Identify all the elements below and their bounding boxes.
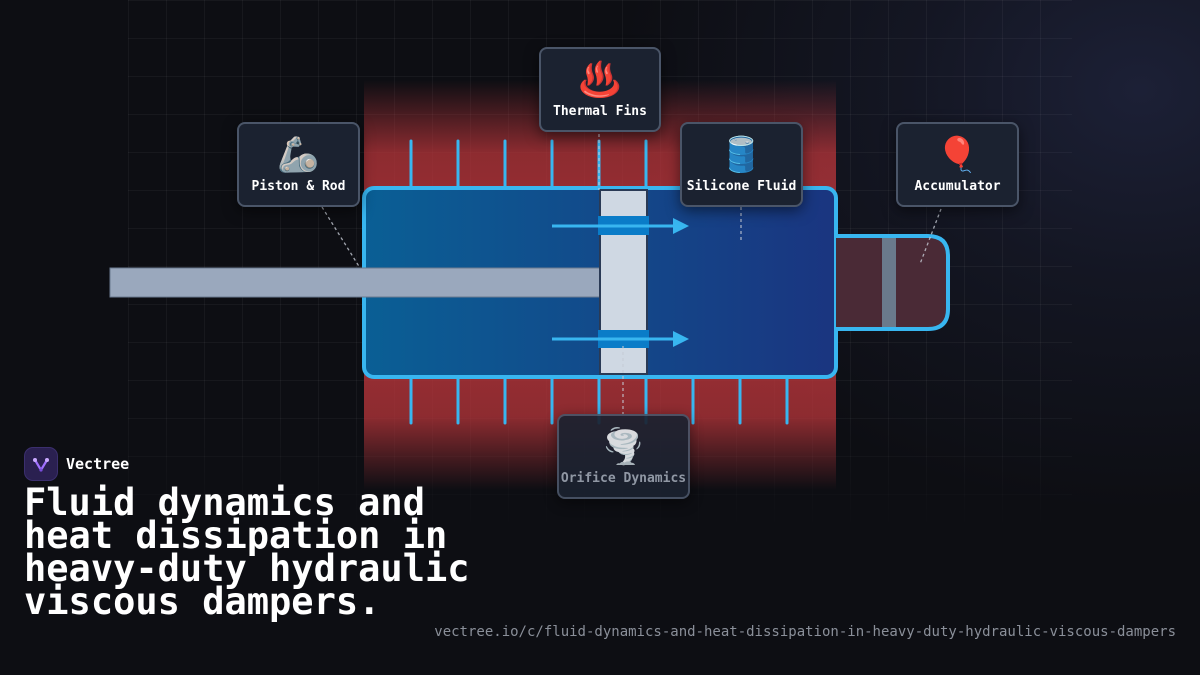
card-label: Thermal Fins [553,104,647,119]
source-url[interactable]: vectree.io/c/fluid-dynamics-and-heat-dis… [434,624,1176,640]
card-piston-rod[interactable]: 🦾 Piston & Rod [237,122,360,207]
card-label: Piston & Rod [251,179,346,194]
card-silicone-fluid[interactable]: 🛢️ Silicone Fluid [680,122,803,207]
leader-accumulator [919,208,942,265]
hot-springs-icon: ♨️ [578,60,622,100]
card-label: Accumulator [914,179,1001,194]
thermal-fins-bottom [409,376,789,425]
oil-drum-icon: 🛢️ [720,135,763,175]
card-orifice-dynamics[interactable]: 🌪️ Orifice Dynamics [557,414,690,499]
piston-rod-shaft [109,267,601,298]
flow-arrow-top [552,218,689,234]
tornado-icon: 🌪️ [602,427,645,467]
brand: Vectree [24,447,129,481]
brand-name: Vectree [66,455,130,473]
page-title: Fluid dynamics and heat dissipation in h… [24,481,470,623]
accumulator-separator [882,238,896,327]
card-label: Silicone Fluid [686,179,797,194]
card-thermal-fins[interactable]: ♨️ Thermal Fins [539,47,661,132]
flow-arrow-bottom [552,331,689,347]
balloon-icon: 🎈 [936,135,979,175]
card-label: Orifice Dynamics [560,471,687,486]
vectree-logo-icon [24,447,58,481]
leader-piston-rod [321,206,361,269]
card-accumulator[interactable]: 🎈 Accumulator [896,122,1019,207]
mechanical-arm-icon: 🦾 [277,135,320,175]
